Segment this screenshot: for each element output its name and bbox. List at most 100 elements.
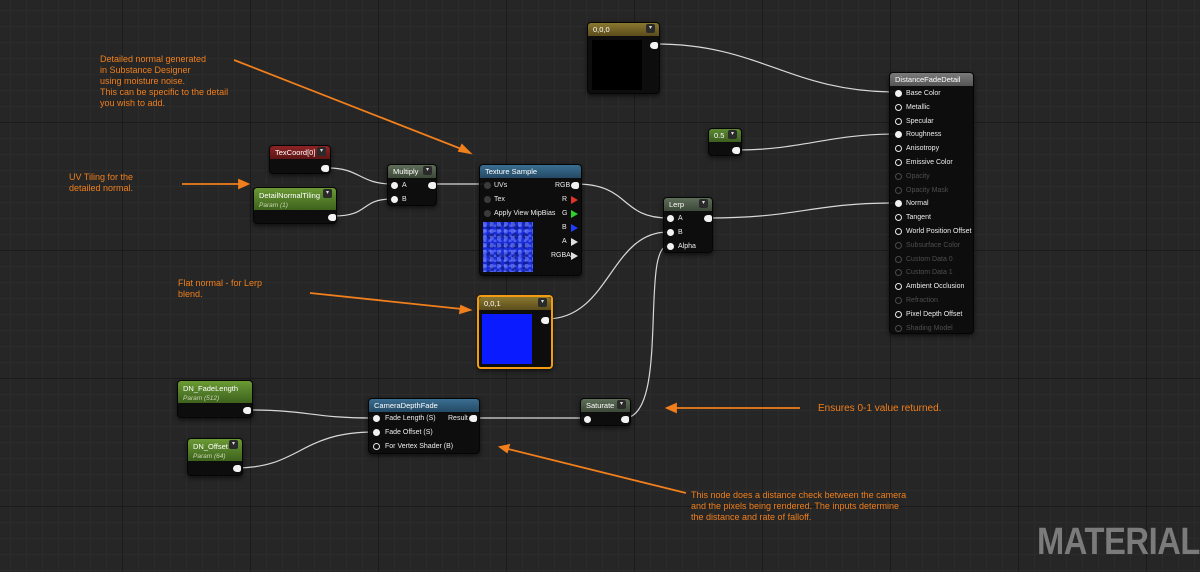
result-input-pin[interactable] (895, 324, 902, 332)
node-header[interactable]: DetailNormalTiling Param (1) ▾ (254, 188, 336, 210)
chevron-down-icon[interactable]: ▾ (728, 130, 737, 139)
input-pin-fade-offset[interactable] (373, 429, 380, 436)
annotation-line: This can be specific to the detail (100, 87, 229, 97)
result-input-pin[interactable] (895, 90, 902, 97)
chevron-down-icon[interactable]: ▾ (646, 24, 655, 33)
node-constant-001[interactable]: 0,0,1 ▾ (477, 295, 553, 369)
pin-label: Apply View MipBias (494, 210, 556, 217)
input-pin[interactable] (584, 416, 591, 423)
node-title: CameraDepthFade (374, 401, 438, 410)
output-pin[interactable] (732, 147, 740, 154)
wire-offset-camera (235, 431, 375, 469)
pin-label: G (562, 210, 568, 217)
output-pin[interactable] (243, 407, 251, 414)
result-input-pin[interactable] (895, 103, 902, 111)
output-pin[interactable] (704, 215, 712, 222)
node-header[interactable]: 0,0,0 ▾ (588, 23, 659, 36)
output-pin-rgb[interactable] (571, 182, 579, 189)
arrow-camera-line (507, 448, 687, 494)
node-header[interactable]: DistanceFadeDetail (890, 73, 973, 86)
result-input-label: Ambient Occlusion (906, 283, 965, 291)
result-input-pin[interactable] (895, 297, 902, 304)
node-header[interactable]: DN_FadeLength Param (512) (178, 381, 252, 403)
node-constant-05[interactable]: 0.5 ▾ (708, 128, 742, 156)
node-header[interactable]: TexCoord[0] ▾ (270, 146, 330, 159)
result-input-pin[interactable] (895, 255, 902, 263)
node-subtitle: Param (1) (259, 202, 288, 209)
node-header[interactable]: 0.5 ▾ (709, 129, 741, 142)
result-input-pin[interactable] (895, 159, 902, 166)
output-pin-a[interactable] (571, 238, 578, 246)
node-title: 0.5 (714, 131, 725, 140)
output-pin[interactable] (321, 165, 329, 172)
node-lerp[interactable]: Lerp ▾ A B Alpha (663, 197, 713, 253)
input-pin-alpha[interactable] (667, 243, 674, 250)
annotation-line: using moisture noise. (100, 76, 186, 86)
chevron-down-icon[interactable]: ▾ (229, 440, 238, 449)
node-dn-offset[interactable]: DN_Offset Param (64) ▾ (187, 438, 243, 476)
output-pin-g[interactable] (571, 210, 578, 218)
chevron-down-icon[interactable]: ▾ (317, 147, 326, 156)
node-texture-sample[interactable]: Texture Sample UVs Tex Apply View MipBia… (479, 164, 582, 276)
result-input-pin[interactable] (895, 283, 902, 291)
node-saturate[interactable]: Saturate ▾ (580, 398, 631, 426)
node-header[interactable]: Multiply ▾ (388, 165, 436, 178)
node-title: 0,0,1 (484, 299, 501, 308)
annotation-line: and the pixels being rendered. The input… (691, 501, 899, 511)
output-pin[interactable] (233, 465, 241, 472)
chevron-down-icon[interactable]: ▾ (423, 166, 432, 175)
result-input-pin[interactable] (895, 269, 902, 277)
input-pin-a[interactable] (391, 182, 398, 189)
input-pin-a[interactable] (667, 215, 674, 222)
pin-label: Result (448, 415, 468, 422)
node-header[interactable]: 0,0,1 ▾ (479, 297, 551, 310)
node-texcoord[interactable]: TexCoord[0] ▾ (269, 145, 331, 174)
input-pin-tex[interactable] (484, 196, 491, 203)
node-header[interactable]: CameraDepthFade (369, 399, 479, 412)
output-pin[interactable] (328, 214, 336, 221)
result-input-pin[interactable] (895, 172, 902, 180)
annotation-line: Detailed normal generated (100, 54, 207, 64)
result-input-label: Refraction (906, 297, 938, 304)
chevron-down-icon[interactable]: ▾ (538, 298, 547, 307)
result-input-pin[interactable] (895, 131, 902, 139)
result-input-pin[interactable] (895, 186, 902, 194)
output-pin-b[interactable] (571, 224, 578, 232)
node-constant-000[interactable]: 0,0,0 ▾ (587, 22, 660, 94)
result-input-pin[interactable] (895, 228, 902, 235)
input-pin-b[interactable] (391, 196, 398, 203)
output-pin[interactable] (469, 415, 477, 422)
output-pin[interactable] (428, 182, 436, 189)
output-pin[interactable] (650, 42, 658, 49)
node-header[interactable]: Texture Sample (480, 165, 581, 178)
result-input-pin[interactable] (895, 310, 902, 318)
node-title: 0,0,0 (593, 25, 610, 34)
result-input-pin[interactable] (895, 241, 902, 249)
result-input-pin[interactable] (895, 200, 902, 208)
chevron-down-icon[interactable]: ▾ (617, 400, 626, 409)
node-header[interactable]: DN_Offset Param (64) ▾ (188, 439, 242, 461)
result-input-pin[interactable] (895, 145, 902, 153)
node-dn-fade-length[interactable]: DN_FadeLength Param (512) (177, 380, 253, 418)
node-detail-normal-tiling[interactable]: DetailNormalTiling Param (1) ▾ (253, 187, 337, 224)
output-pin[interactable] (541, 317, 549, 324)
chevron-down-icon[interactable]: ▾ (699, 199, 708, 208)
input-pin-mipbias[interactable] (484, 210, 491, 217)
chevron-down-icon[interactable]: ▾ (323, 189, 332, 198)
output-pin-rgba[interactable] (571, 252, 578, 260)
node-header[interactable]: Lerp ▾ (664, 198, 712, 211)
node-multiply[interactable]: Multiply ▾ A B (387, 164, 437, 206)
node-header[interactable]: Saturate ▾ (581, 399, 630, 412)
result-input-pin[interactable] (895, 214, 902, 222)
input-pin-fade-length[interactable] (373, 415, 380, 422)
input-pin-uvs[interactable] (484, 182, 491, 189)
input-pin-b[interactable] (667, 229, 674, 236)
result-input-pin[interactable] (895, 117, 902, 125)
output-pin-r[interactable] (571, 196, 578, 204)
result-input-label: Subsurface Color (906, 241, 961, 249)
output-pin[interactable] (621, 416, 629, 423)
node-subtitle: Param (64) (193, 453, 226, 460)
input-pin-vertex-shader[interactable] (373, 443, 380, 450)
node-camera-depth-fade[interactable]: CameraDepthFade Fade Length (S) Fade Off… (368, 398, 480, 454)
